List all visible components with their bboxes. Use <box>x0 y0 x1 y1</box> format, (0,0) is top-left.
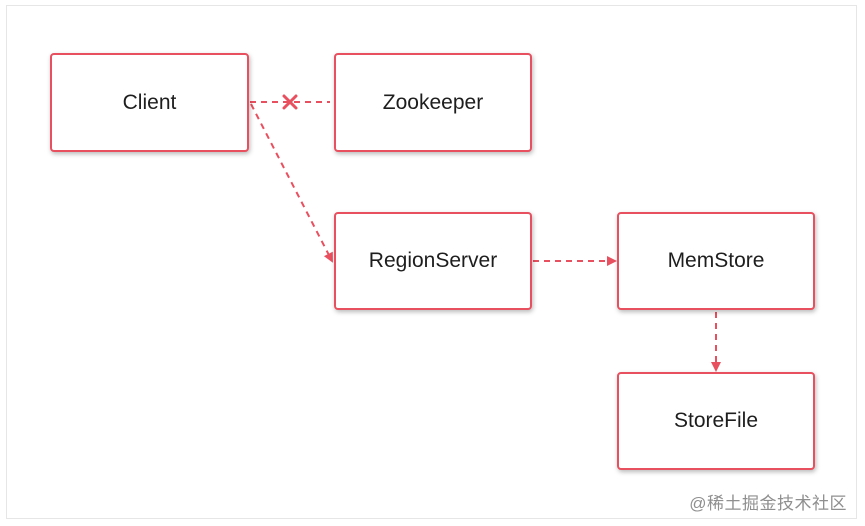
edge-client-regionserver <box>250 103 333 263</box>
edge-client-zookeeper <box>250 94 330 110</box>
storefile-label: StoreFile <box>673 409 759 432</box>
regionserver-node: RegionServer <box>334 212 532 310</box>
memstore-label: MemStore <box>667 249 765 272</box>
storefile-node: StoreFile <box>617 372 815 470</box>
memstore-node: MemStore <box>617 212 815 310</box>
client-label: Client <box>122 90 177 114</box>
zookeeper-node: Zookeeper <box>334 53 532 152</box>
zookeeper-label: Zookeeper <box>382 90 484 114</box>
watermark-text: @稀土掘金技术社区 <box>689 494 847 513</box>
client-node: Client <box>50 53 249 152</box>
regionserver-label: RegionServer <box>368 249 498 272</box>
blocked-x-icon <box>282 94 298 110</box>
